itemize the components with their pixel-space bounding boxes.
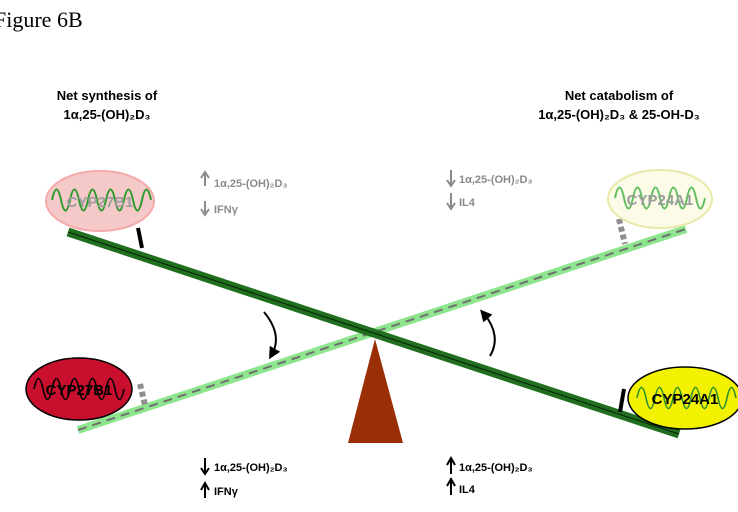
faded-right-changes: 1α,25-(OH)₂D₃ IL4	[446, 170, 533, 211]
figure-label: Figure 6B	[0, 7, 83, 32]
curved-arrow-icon	[263, 311, 281, 360]
arrow-up-icon	[446, 476, 456, 495]
faded-left-changes: 1α,25-(OH)₂D₃ IFNγ	[200, 170, 288, 217]
arrow-down-icon	[446, 170, 456, 188]
left-header-line1: Net synthesis of	[57, 88, 158, 103]
faded-cyp27b1-label: CYP27B1	[67, 194, 134, 211]
cyp24a1-active-mitochondrion-icon: CYP24A1	[627, 366, 738, 430]
cyp27b1-faded-mitochondrion-icon: CYP27B1	[45, 170, 155, 232]
active-right-changes: 1α,25-(OH)₂D₃ IL4	[446, 455, 533, 496]
cyp24a1-faded-mitochondrion-icon: CYP24A1	[607, 169, 713, 229]
faded-right-change-1: 1α,25-(OH)₂D₃	[459, 174, 533, 186]
active-cyp27b1-label: CYP27B1	[46, 382, 113, 399]
dark-beam-outline	[67, 231, 680, 435]
arrow-down-icon	[200, 458, 210, 476]
faded-left-change-1: 1α,25-(OH)₂D₃	[214, 178, 288, 190]
right-header-line1: Net catabolism of	[565, 88, 674, 103]
arrow-up-icon	[446, 455, 456, 474]
active-cyp24a1-label: CYP24A1	[652, 391, 719, 408]
active-left-changes: 1α,25-(OH)₂D₃ IFNγ	[200, 458, 288, 498]
faded-cyp24a1-label: CYP24A1	[627, 192, 694, 209]
arrow-up-icon	[200, 170, 210, 186]
cyp27b1-faded-stalk	[136, 227, 144, 249]
cyp24a1-active-stalk	[618, 388, 626, 413]
arrow-down-icon	[200, 201, 210, 217]
arrow-down-icon	[446, 193, 456, 211]
cyp27b1-active-mitochondrion-icon: CYP27B1	[25, 357, 133, 421]
faded-left-change-2: IFNγ	[214, 204, 239, 216]
active-right-change-1: 1α,25-(OH)₂D₃	[459, 462, 533, 474]
active-right-change-2: IL4	[459, 484, 476, 496]
faded-right-change-2: IL4	[459, 197, 476, 209]
right-header-line2: 1α,25-(OH)₂D₃ & 25-OH-D₃	[538, 107, 700, 122]
fulcrum	[348, 339, 403, 443]
left-header-line2: 1α,25-(OH)₂D₃	[64, 107, 151, 122]
arrow-up-icon	[200, 480, 210, 498]
light-beam	[76, 225, 688, 434]
curved-arrow-icon	[480, 309, 496, 357]
cyp24a1-faded-stalk	[616, 218, 628, 245]
active-left-change-2: IFNγ	[214, 486, 239, 498]
active-left-change-1: 1α,25-(OH)₂D₃	[214, 462, 288, 474]
cyp27b1-active-stalk	[137, 383, 148, 406]
